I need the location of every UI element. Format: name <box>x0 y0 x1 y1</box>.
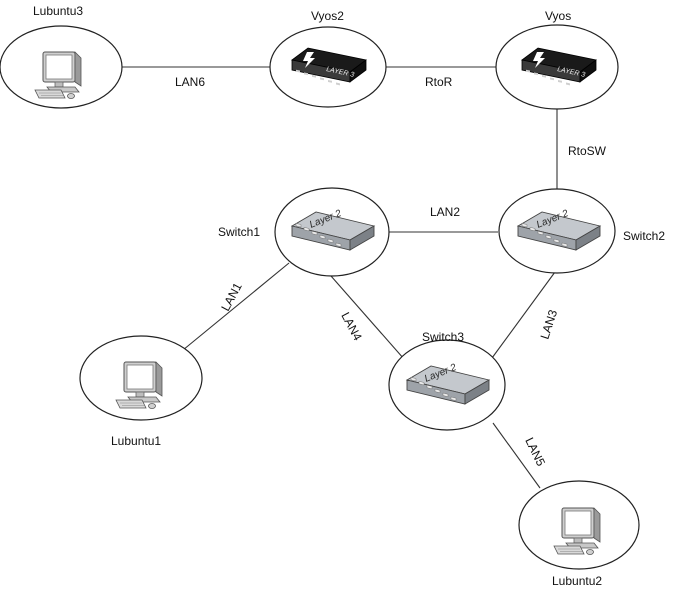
node-vyos2[interactable]: LAYER 3 Vyos2 <box>269 9 387 108</box>
node-lubuntu1-label: Lubuntu1 <box>111 434 161 448</box>
link-label-lan6: LAN6 <box>175 75 205 89</box>
link-lan1 <box>182 262 290 351</box>
link-lan5 <box>492 422 541 489</box>
links <box>122 66 558 489</box>
link-lan4 <box>330 275 405 360</box>
node-lubuntu3-label: Lubuntu3 <box>33 4 83 18</box>
node-switch2[interactable]: Layer 2 Switch2 <box>498 188 665 274</box>
link-label-lan3: LAN3 <box>538 308 561 341</box>
node-lubuntu2-label: Lubuntu2 <box>552 574 602 588</box>
node-lubuntu3[interactable]: Lubuntu3 <box>0 4 123 109</box>
link-label-rtosw: RtoSW <box>568 144 607 158</box>
node-switch1-label: Switch1 <box>218 225 260 239</box>
node-switch2-label: Switch2 <box>623 229 665 243</box>
node-vyos2-label: Vyos2 <box>311 9 344 23</box>
link-lan3 <box>491 271 556 359</box>
link-label-lan2: LAN2 <box>430 205 460 219</box>
link-label-lan1: LAN1 <box>218 280 245 313</box>
node-lubuntu2[interactable]: Lubuntu2 <box>518 480 640 588</box>
node-vyos[interactable]: LAYER 3 Vyos <box>495 9 619 110</box>
node-lubuntu1[interactable]: Lubuntu1 <box>79 335 203 448</box>
node-switch3-label: Switch3 <box>422 330 464 344</box>
link-label-lan4: LAN4 <box>338 310 365 343</box>
node-switch3[interactable]: Layer 2 Switch3 <box>388 330 506 431</box>
link-label-rtor: RtoR <box>425 75 453 89</box>
node-switch1[interactable]: Layer 2 Switch1 <box>218 187 390 277</box>
node-vyos-label: Vyos <box>545 9 571 23</box>
link-label-lan5: LAN5 <box>522 435 548 468</box>
